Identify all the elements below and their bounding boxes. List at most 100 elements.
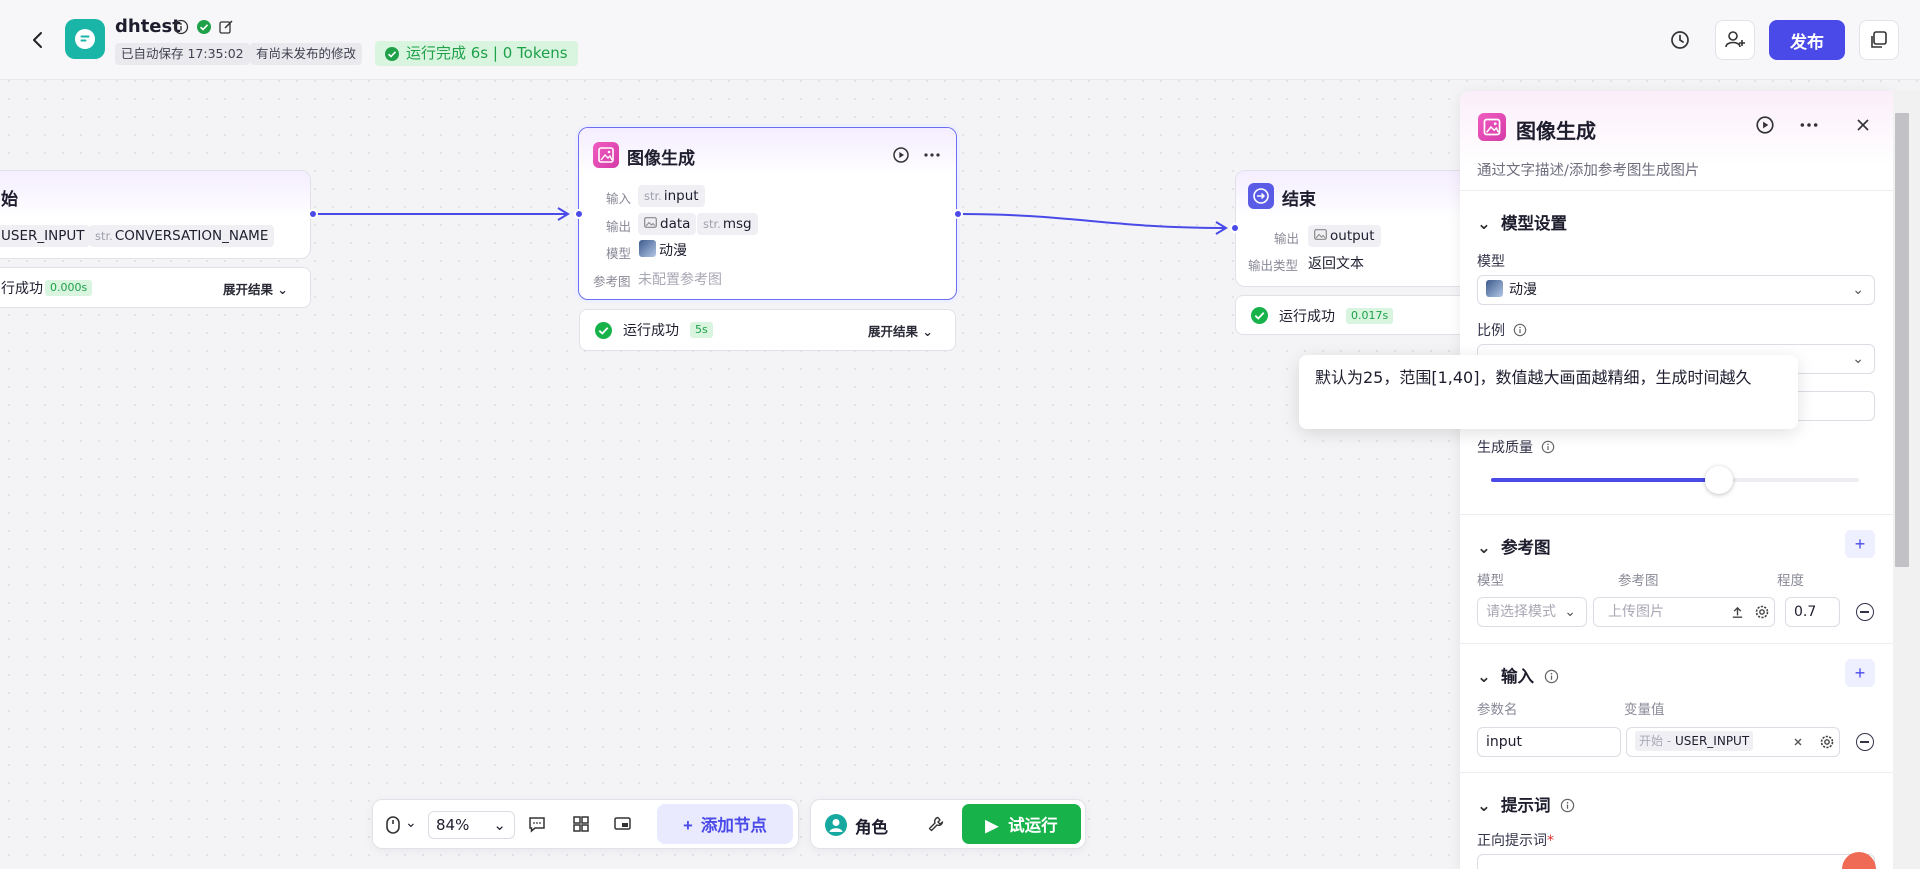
mouse-mode-icon[interactable] (384, 815, 402, 835)
settings-gear-icon[interactable] (1754, 604, 1770, 620)
chevron-down-icon: ⌄ (1477, 796, 1491, 815)
layout-grid-icon[interactable] (572, 815, 590, 833)
test-run-button[interactable]: ▶试运行 (962, 804, 1081, 844)
start-expand-results[interactable]: 展开结果 ⌄ (223, 282, 288, 297)
start-node-title: 始 (1, 190, 18, 210)
image-gen-expand-results[interactable]: 展开结果 ⌄ (868, 324, 933, 339)
start-node[interactable]: 始 USER_INPUT str.CONVERSATION_NAME (0, 170, 311, 259)
input-section-header[interactable]: ⌄输入 (1477, 663, 1559, 687)
ref-col-model: 模型 (1477, 573, 1504, 589)
image-gen-node[interactable]: 图像生成 输入 str.input 输出 data str.msg 模型 动漫 … (578, 127, 957, 300)
image-gen-input-var: str.input (638, 185, 705, 207)
panel-scrollbar-thumb[interactable] (1895, 113, 1909, 567)
ref-degree-input[interactable]: 0.7 (1785, 597, 1840, 627)
chevron-down-icon: ⌄ (1477, 667, 1491, 686)
quality-slider[interactable] (1491, 466, 1859, 494)
info-icon[interactable] (1541, 440, 1555, 454)
chevron-down-icon: ⌄ (493, 816, 506, 834)
info-icon[interactable] (1560, 798, 1575, 813)
ref-mode-select[interactable]: 请选择模式⌄ (1477, 597, 1587, 627)
image-gen-output-data: data (638, 213, 697, 235)
steps-tooltip: 默认为25，范围[1,40]，数值越大画面越精细，生成时间越久 (1299, 355, 1798, 429)
slider-thumb[interactable] (1705, 466, 1733, 494)
panel-run-icon[interactable] (1755, 115, 1775, 135)
publish-button[interactable]: 发布 (1769, 20, 1845, 60)
history-clock-icon (1671, 31, 1689, 49)
assistant-avatar[interactable] (1842, 852, 1876, 869)
wrench-icon[interactable] (927, 815, 945, 833)
image-gen-result-bar: 运行成功 5s 展开结果 ⌄ (579, 309, 956, 351)
back-arrow-icon[interactable] (26, 28, 50, 52)
role-label[interactable]: 角色 (855, 818, 888, 837)
end-input-handle[interactable] (1230, 223, 1240, 233)
unpublished-tag: 有尚未发布的修改 (250, 43, 363, 65)
copy-button[interactable] (1859, 20, 1899, 60)
edit-icon[interactable] (218, 19, 234, 35)
remove-input-icon[interactable] (1856, 733, 1874, 751)
add-user-icon (1725, 31, 1745, 48)
image-gen-ref-value: 未配置参考图 (638, 272, 722, 288)
start-result-time: 0.000s (45, 280, 93, 296)
slider-fill (1491, 478, 1719, 482)
app-logo-icon (65, 19, 105, 59)
image-gen-output-handle[interactable] (953, 209, 963, 219)
minimap-icon[interactable] (613, 815, 632, 833)
add-node-button[interactable]: +添加节点 (657, 804, 793, 844)
plus-icon: + (683, 817, 693, 835)
chevron-down-icon: ⌄ (1477, 214, 1491, 233)
ref-upload-field[interactable]: 上传图片 (1593, 597, 1775, 627)
more-options-icon[interactable] (923, 146, 941, 164)
zoom-select[interactable]: 84%⌄ (428, 811, 515, 839)
ref-col-image: 参考图 (1618, 573, 1659, 589)
start-result-text: 行成功 (1, 281, 43, 297)
info-icon[interactable] (1544, 669, 1559, 684)
settings-gear-icon[interactable] (1819, 734, 1835, 750)
variable-chip: 开始 - USER_INPUT (1635, 731, 1754, 751)
image-gen-ref-label: 参考图 (593, 274, 631, 289)
remove-reference-icon[interactable] (1856, 603, 1874, 621)
collaborators-button[interactable] (1715, 20, 1755, 60)
reference-image-header[interactable]: ⌄参考图 (1477, 538, 1551, 557)
panel-close-icon[interactable] (1855, 117, 1871, 133)
chevron-down-icon: ⌄ (1852, 282, 1864, 298)
image-gen-result-text: 运行成功 (623, 323, 679, 339)
param-name-input[interactable]: input (1477, 727, 1621, 757)
run-status-text: 运行完成 6s | 0 Tokens (406, 44, 568, 62)
run-node-icon[interactable] (892, 146, 910, 164)
info-icon[interactable] (1513, 323, 1527, 337)
positive-prompt-input[interactable] (1477, 854, 1875, 869)
end-node[interactable]: 结束 输出 output 输出类型 返回文本 (1235, 170, 1495, 287)
prompt-section-header[interactable]: ⌄提示词 (1477, 792, 1575, 816)
model-select[interactable]: 动漫 ⌄ (1477, 275, 1875, 305)
node-config-panel: 图像生成 通过文字描述/添加参考图生成图片 ⌄模型设置 模型 动漫 ⌄ 比例 ⌄… (1460, 91, 1893, 869)
comment-icon[interactable] (528, 815, 546, 833)
end-output-type-label: 输出类型 (1248, 258, 1299, 273)
flow-edges (313, 207, 1228, 235)
upload-icon[interactable] (1730, 605, 1745, 620)
app-name: dhtest (115, 16, 181, 37)
ref-col-degree: 程度 (1777, 573, 1804, 589)
input-col-name: 参数名 (1477, 702, 1518, 718)
panel-description: 通过文字描述/添加参考图生成图片 (1477, 163, 1700, 179)
add-input-button[interactable]: + (1845, 659, 1875, 687)
ratio-label: 比例 (1477, 320, 1527, 340)
end-output-type-value: 返回文本 (1308, 256, 1364, 272)
start-output-handle[interactable] (308, 209, 318, 219)
info-icon[interactable] (173, 19, 189, 35)
image-type-icon (644, 217, 657, 228)
model-settings-header[interactable]: ⌄模型设置 (1477, 214, 1567, 233)
chevron-down-icon: ⌄ (1477, 538, 1491, 557)
start-var-conversation-name: str.CONVERSATION_NAME (89, 225, 275, 247)
add-reference-button[interactable]: + (1845, 530, 1875, 558)
image-gen-input-handle[interactable] (574, 209, 584, 219)
plus-icon: + (1854, 663, 1866, 683)
image-gen-result-time: 5s (690, 322, 713, 338)
plus-icon: + (1854, 534, 1866, 554)
chevron-down-icon[interactable]: ⌄ (405, 815, 417, 831)
positive-prompt-label: 正向提示词* (1477, 833, 1554, 849)
variable-value-field[interactable]: 开始 - USER_INPUT (1626, 727, 1840, 757)
panel-more-icon[interactable] (1799, 115, 1819, 135)
history-button[interactable] (1660, 20, 1700, 60)
published-check-icon (197, 20, 211, 34)
clear-icon[interactable] (1793, 737, 1803, 747)
